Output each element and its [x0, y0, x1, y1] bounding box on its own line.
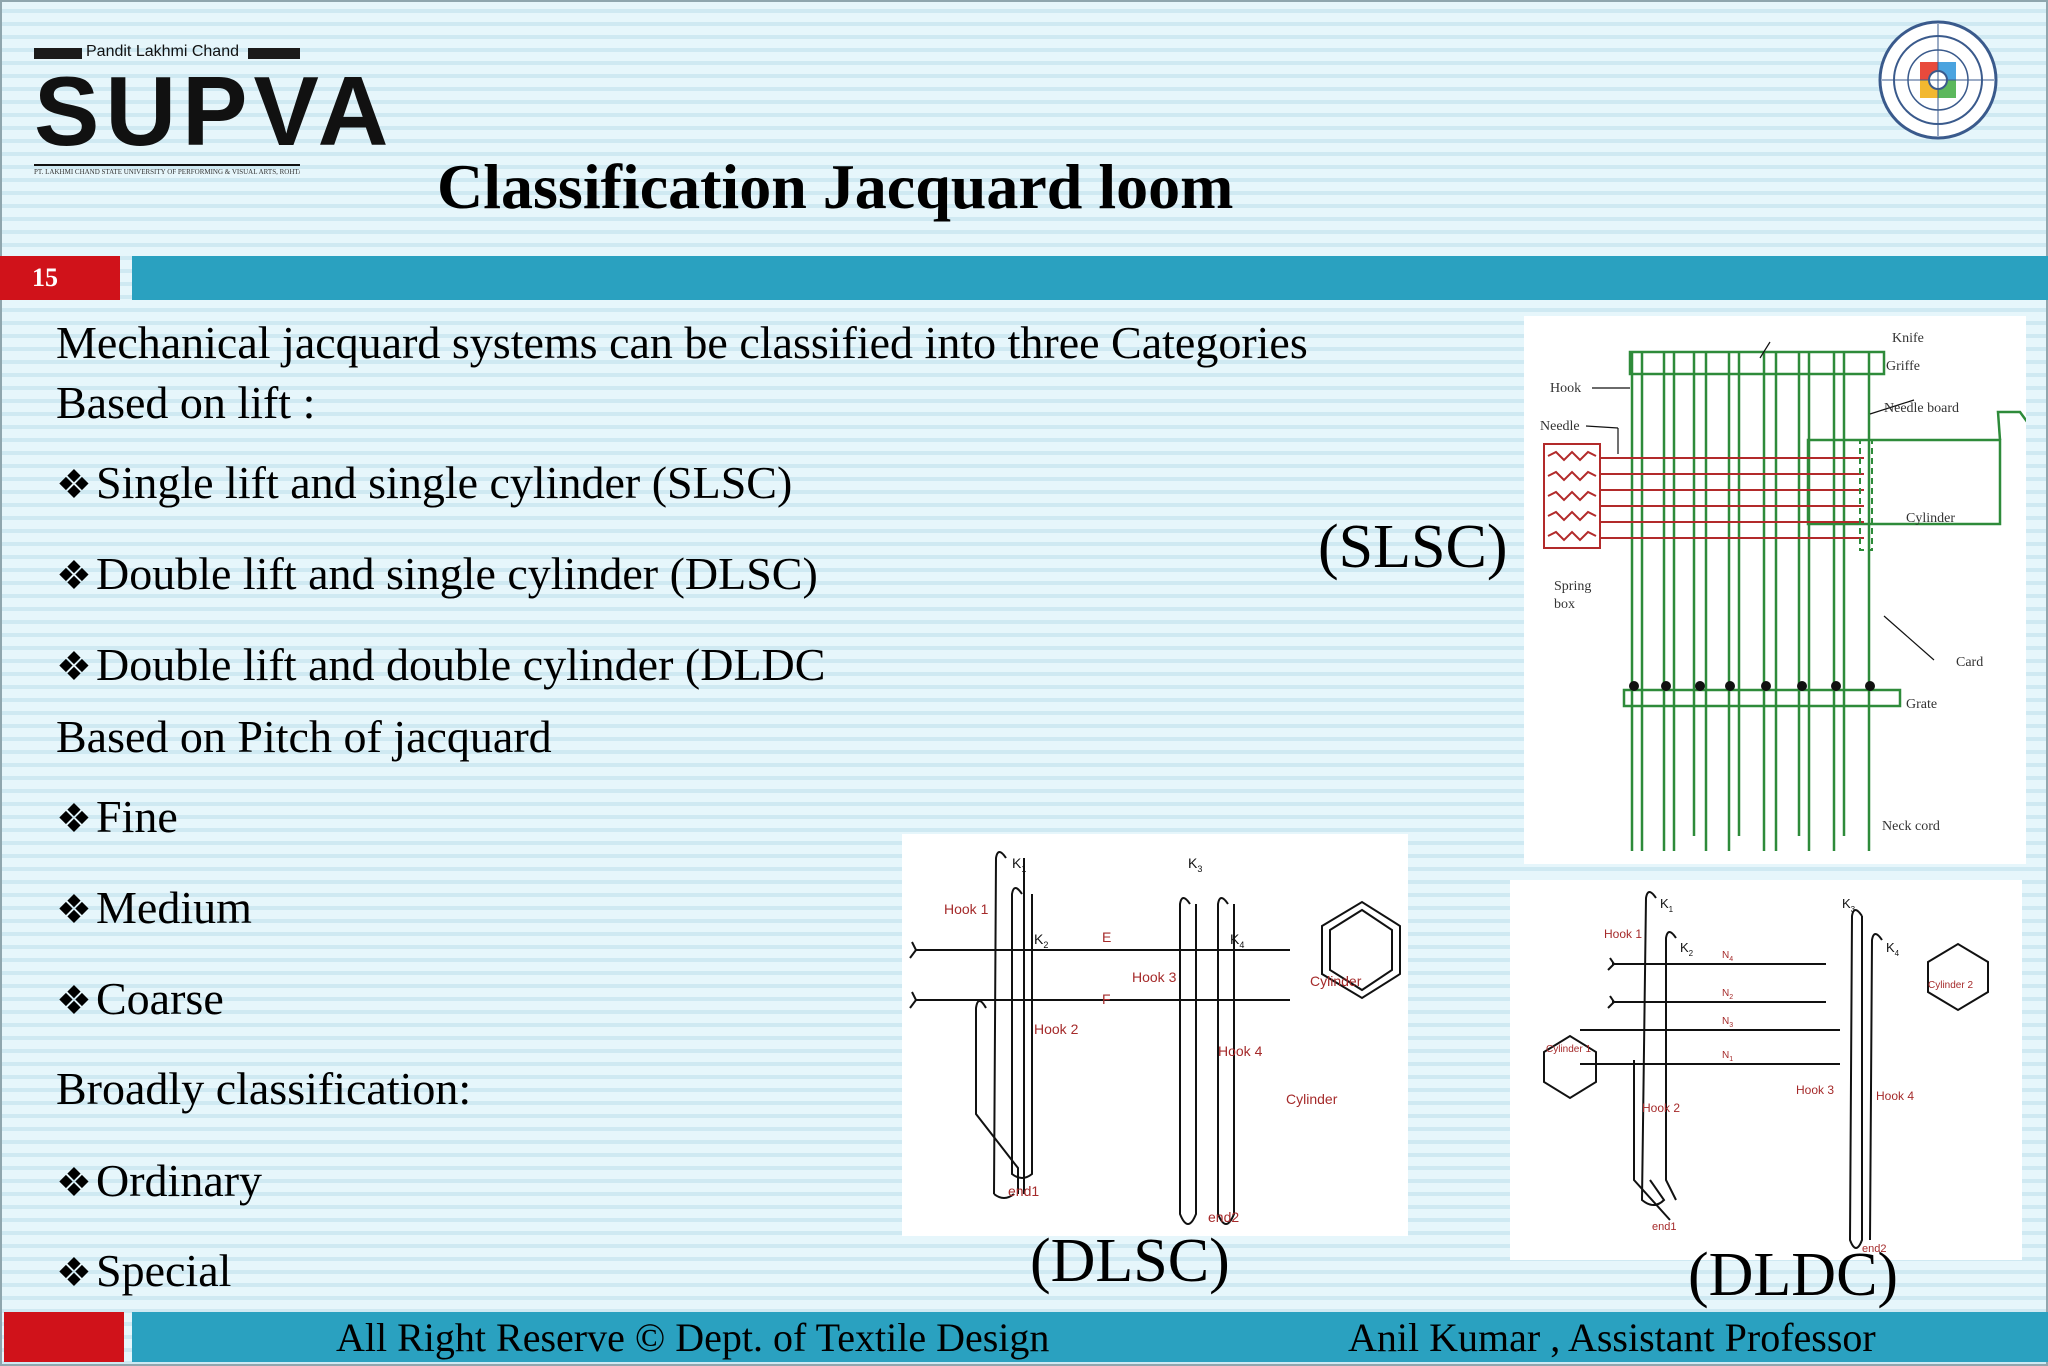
dlsc-label-hook2: Hook 2: [1034, 1021, 1079, 1037]
slide-number-badge: 15: [0, 256, 120, 300]
dldc-diagram: Hook 1 Hook 2 Hook 3 Hook 4 Cylinder 2 C…: [1510, 880, 2022, 1260]
dlsc-label-cylinder: Cylinder: [1286, 1091, 1338, 1107]
logo-tagline-row: Pandit Lakhmi Chand: [34, 42, 300, 64]
footer-author: Anil Kumar , Assistant Professor: [1348, 1315, 1876, 1360]
slsc-label-spring: Spring: [1554, 579, 1591, 594]
slsc-label-needle-board: Needle board: [1884, 401, 1959, 416]
list-item: ❖Double lift and double cylinder (DLDC: [56, 638, 825, 691]
dldc-label-end1: end1: [1652, 1221, 1676, 1233]
slsc-label-griffe: Griffe: [1886, 359, 1920, 374]
slsc-label-hook: Hook: [1550, 381, 1581, 396]
bullet-icon: ❖: [56, 1250, 92, 1295]
dlsc-label-end1: end1: [1008, 1183, 1039, 1199]
list-item: ❖Coarse: [56, 972, 224, 1025]
bullet-icon: ❖: [56, 553, 92, 598]
slsc-label-needle: Needle: [1540, 419, 1580, 434]
dldc-label-n1: N1: [1722, 1050, 1733, 1063]
dlsc-label-cylinder-hex: Cylinder: [1310, 973, 1362, 989]
slsc-diagram: Knife Griffe Hook Needle Needle board Cy…: [1524, 316, 2026, 864]
slsc-label-card: Card: [1956, 655, 1983, 670]
list-item-text: Ordinary: [96, 1155, 263, 1206]
university-seal-icon: [1878, 20, 1998, 140]
dldc-label-k1: K1: [1660, 896, 1674, 914]
dlsc-label-hook1: Hook 1: [944, 901, 989, 917]
dlsc-label-k2: K2: [1034, 931, 1048, 950]
university-logo: Pandit Lakhmi Chand SUPVA PT. LAKHMI CHA…: [34, 42, 388, 182]
intro-text: Mechanical jacquard systems can be class…: [56, 317, 1308, 368]
list-item-text: Special: [96, 1245, 232, 1296]
dldc-label-hook3: Hook 3: [1796, 1083, 1834, 1097]
slide-number: 15: [32, 263, 58, 292]
bullet-icon: ❖: [56, 887, 92, 932]
dldc-label-hook2: Hook 2: [1642, 1101, 1680, 1115]
dldc-label-cylinder2: Cylinder 2: [1928, 980, 1973, 991]
bullet-icon: ❖: [56, 462, 92, 507]
list-item: ❖Double lift and single cylinder (DLSC): [56, 547, 818, 600]
slide-title: Classification Jacquard loom: [437, 151, 1234, 222]
dldc-label-n3: N3: [1722, 1016, 1733, 1029]
list-item: ❖Special: [56, 1244, 231, 1297]
logo-tagline: Pandit Lakhmi Chand: [86, 43, 239, 60]
dlsc-caption: (DLSC): [1030, 1227, 1230, 1295]
dldc-label-cylinder1: Cylinder 1: [1546, 1044, 1591, 1055]
header-bar: [132, 256, 2048, 300]
slsc-label-cylinder: Cylinder: [1906, 511, 1955, 526]
bullet-icon: ❖: [56, 796, 92, 841]
list-item: ❖Fine: [56, 790, 178, 843]
section-heading-lift: Based on lift :: [56, 377, 316, 428]
section-heading-broad: Broadly classification:: [56, 1063, 472, 1114]
bullet-icon: ❖: [56, 644, 92, 689]
slsc-label-grate: Grate: [1906, 697, 1937, 712]
dlsc-label-hook4: Hook 4: [1218, 1043, 1263, 1059]
footer-copyright: All Right Reserve © Dept. of Textile Des…: [336, 1315, 1050, 1360]
dlsc-label-hook3: Hook 3: [1132, 969, 1177, 985]
slsc-caption: (SLSC): [1318, 513, 1508, 581]
dldc-label-n2: N2: [1722, 988, 1733, 1001]
list-item-text: Single lift and single cylinder (SLSC): [96, 457, 793, 508]
list-item: ❖Ordinary: [56, 1154, 262, 1207]
list-item-text: Double lift and single cylinder (DLSC): [96, 548, 818, 599]
footer-bar: [132, 1312, 2048, 1362]
dldc-label-n4: N4: [1722, 950, 1733, 963]
dldc-label-hook4: Hook 4: [1876, 1089, 1914, 1103]
bullet-icon: ❖: [56, 1160, 92, 1205]
logo-word: SUPVA: [34, 56, 395, 166]
dlsc-label-k3: K3: [1188, 855, 1202, 874]
dlsc-label-e: E: [1102, 929, 1111, 945]
list-item: ❖Medium: [56, 881, 252, 934]
logo-bar-right: [248, 48, 300, 59]
dlsc-label-f: F: [1102, 991, 1111, 1007]
bullet-icon: ❖: [56, 978, 92, 1023]
dldc-label-k4: K4: [1886, 940, 1900, 958]
dlsc-label-k4: K4: [1230, 931, 1244, 950]
section-heading-pitch: Based on Pitch of jacquard: [56, 711, 552, 762]
dldc-label-k2: K2: [1680, 940, 1694, 958]
list-item-text: Fine: [96, 791, 178, 842]
list-item-text: Double lift and double cylinder (DLDC: [96, 639, 826, 690]
logo-subtitle: PT. LAKHMI CHAND STATE UNIVERSITY OF PER…: [34, 164, 300, 176]
slsc-label-knife: Knife: [1892, 331, 1924, 346]
list-item-text: Medium: [96, 882, 252, 933]
dlsc-label-k1: K1: [1012, 855, 1026, 874]
list-item-text: Coarse: [96, 973, 224, 1024]
list-item: ❖Single lift and single cylinder (SLSC): [56, 456, 792, 509]
footer-red-block: [4, 1312, 124, 1362]
dlsc-diagram: Hook 1 Hook 2 Hook 3 Hook 4 E F Cylinder…: [902, 834, 1408, 1236]
slsc-label-neck-cord: Neck cord: [1882, 819, 1940, 834]
slsc-label-box: box: [1554, 597, 1575, 612]
logo-bar-left: [34, 48, 82, 59]
dlsc-label-end2: end2: [1208, 1209, 1239, 1225]
dldc-label-k3: K3: [1842, 896, 1856, 914]
dldc-label-end2: end2: [1862, 1243, 1886, 1255]
dldc-label-hook1: Hook 1: [1604, 927, 1642, 941]
dldc-caption: (DLDC): [1688, 1241, 1899, 1309]
